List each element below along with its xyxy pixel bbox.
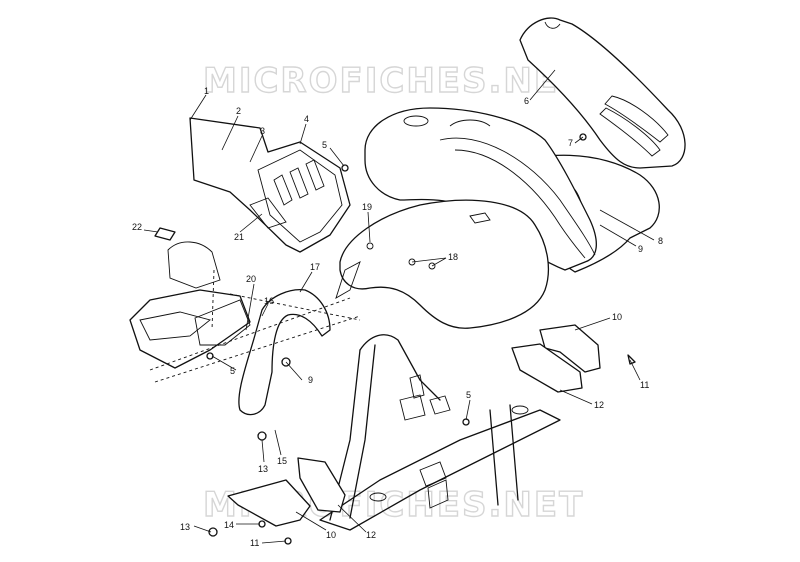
right-bracket-part xyxy=(511,324,601,393)
callout-5-center: 5 xyxy=(466,390,471,400)
callout-18: 18 xyxy=(448,252,458,262)
callout-11-right: 11 xyxy=(640,380,649,390)
footrest-part xyxy=(129,241,251,369)
callout-22: 22 xyxy=(132,222,142,232)
callout-labels: 1 2 3 4 5 6 7 8 9 10 11 12 5 9 13 15 16 … xyxy=(132,86,663,548)
callout-3: 3 xyxy=(260,126,265,136)
front-frame-part xyxy=(319,334,561,531)
callout-11-bottom: 11 xyxy=(250,538,259,548)
callout-5-left: 5 xyxy=(230,366,235,376)
callout-1: 1 xyxy=(204,86,209,96)
callout-13-bottom: 13 xyxy=(180,522,190,532)
callout-13-left: 13 xyxy=(258,464,268,474)
callout-20: 20 xyxy=(246,274,256,284)
callout-7: 7 xyxy=(568,138,573,148)
callout-17: 17 xyxy=(310,262,320,272)
callout-9-left: 9 xyxy=(308,375,313,385)
mud-flap-part xyxy=(238,289,331,416)
callout-4: 4 xyxy=(304,114,309,124)
callout-16: 16 xyxy=(264,296,274,306)
callout-19: 19 xyxy=(362,202,372,212)
callout-15: 15 xyxy=(277,456,287,466)
callout-6: 6 xyxy=(524,96,529,106)
side-panel-part xyxy=(189,117,351,253)
seat-part xyxy=(519,17,686,169)
callout-12-right: 12 xyxy=(594,400,604,410)
leader-lines xyxy=(143,69,655,544)
callout-9-right: 9 xyxy=(638,244,643,254)
callout-5-upper: 5 xyxy=(322,140,327,150)
callout-14: 14 xyxy=(224,520,234,530)
callout-12-left: 12 xyxy=(366,530,376,540)
left-bracket-part xyxy=(227,457,346,527)
callout-10-left: 10 xyxy=(326,530,336,540)
callout-21: 21 xyxy=(234,232,244,242)
front-fender-part xyxy=(335,199,550,329)
watermark-top: MICROFICHES.NET xyxy=(203,61,584,101)
callout-8: 8 xyxy=(658,236,663,246)
callout-10-right: 10 xyxy=(612,312,622,322)
callout-2: 2 xyxy=(236,106,241,116)
